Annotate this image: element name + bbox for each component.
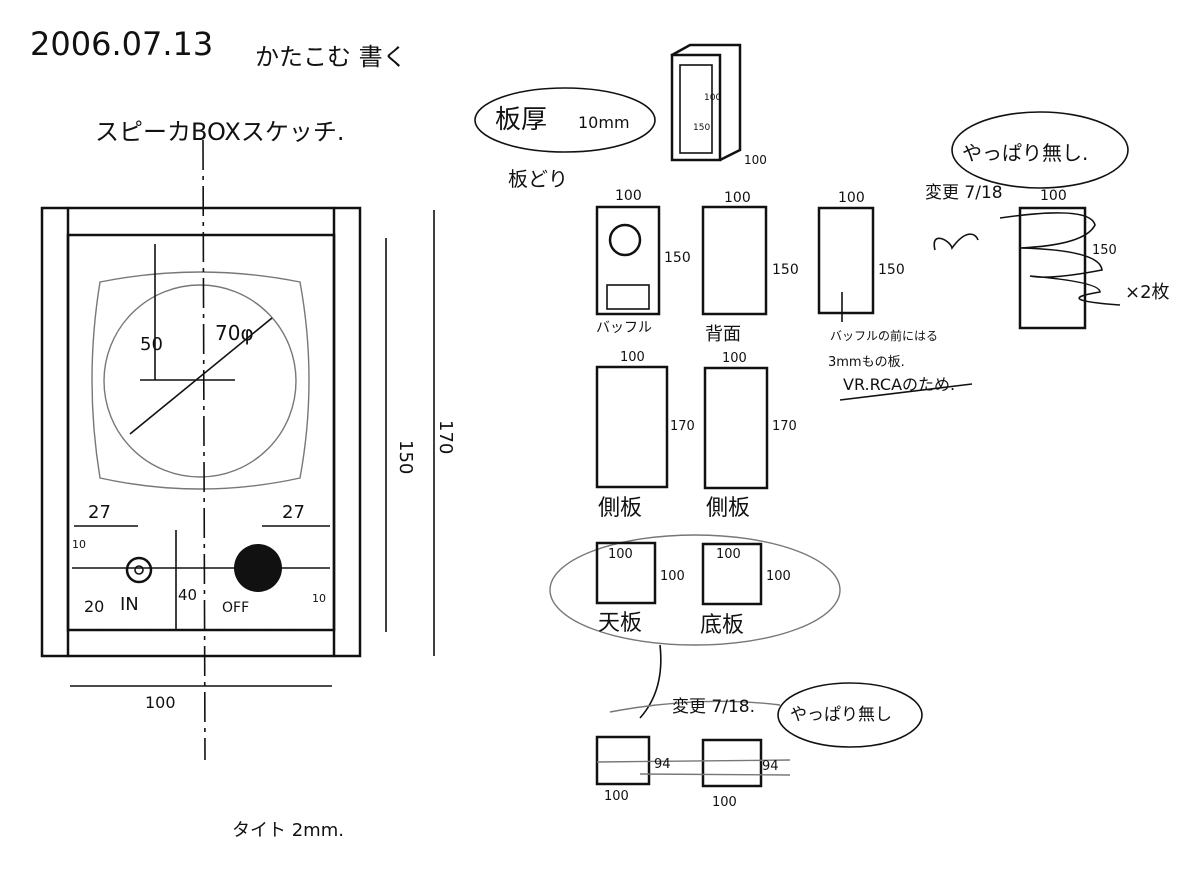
dim-10-left: 10: [72, 538, 86, 551]
panel-bottom: 100 100 底板: [700, 542, 791, 638]
sketch-label: 170: [772, 419, 797, 434]
dim-20: 20: [84, 597, 104, 616]
dim-27-right: 27: [282, 502, 305, 523]
arrow-icon: [933, 233, 979, 251]
thickness-label: 板厚: [495, 105, 547, 135]
volume-knob: [234, 544, 282, 592]
sketch-label: 100: [724, 190, 751, 206]
sketch-label: 150: [878, 262, 905, 278]
sketch-label: 100: [716, 547, 741, 562]
sketch-label: 94: [654, 757, 671, 772]
sketch-label: 100: [620, 350, 645, 365]
sketch-label: 3mmもの板.: [828, 355, 905, 370]
dim-width: 100: [145, 693, 176, 712]
label-100-d: 100: [744, 153, 767, 167]
assembled-box: 100 150 100: [670, 43, 767, 167]
thickness-bubble: [474, 87, 656, 153]
label-100-w: 100: [704, 93, 721, 103]
author-note: かたこむ 書く: [255, 43, 407, 71]
sketch-label: 100: [722, 351, 747, 366]
sketch-label: 150: [664, 250, 691, 266]
sketch-label: 側板: [598, 496, 642, 521]
sketch-label: 170: [670, 419, 695, 434]
sketch-label: 150: [1092, 243, 1117, 258]
sketch-label: 100: [1040, 188, 1067, 204]
sketch-label: ×2枚: [1125, 282, 1170, 303]
panel-top: 100 100 天板: [595, 541, 685, 636]
top-bottom-circle: [549, 534, 841, 646]
dim-40: 40: [178, 586, 197, 604]
panel-side-2: 100 170 側板: [703, 351, 797, 521]
footnote: タイト 2mm.: [232, 820, 344, 841]
sketch-label: 100: [838, 190, 865, 206]
label-150: 150: [693, 123, 710, 133]
sketch-label: 100: [766, 569, 791, 584]
sketch-label: 100: [660, 569, 685, 584]
panel-extra: やっぱり無し. 変更 7/18 100 150 ×2枚: [925, 111, 1170, 330]
panel-side-1: 100 170 側板: [595, 350, 695, 521]
sketch-title: スピーカBOXスケッチ.: [95, 118, 344, 146]
input-jack: [125, 556, 153, 584]
sketch-label: 100: [604, 789, 629, 804]
sketch-label: 変更 7/18: [925, 183, 1003, 203]
sketch-label: やっぱり無し.: [962, 141, 1088, 165]
date: 2006.07.13: [30, 25, 213, 63]
sketch-label: 100: [615, 188, 642, 204]
dim-diameter: 70φ: [215, 321, 254, 345]
panel-baffle: 100 150 バッフル: [595, 188, 691, 336]
dim-10-right: 10: [312, 592, 326, 605]
sketch-label: バッフルの前にはる: [830, 328, 938, 343]
sketch-label: やっぱり無し: [790, 705, 892, 725]
sketch-label: 背面: [705, 324, 741, 345]
label-off: OFF: [222, 600, 249, 616]
front-view: 70φ 50 27 27 10 10 20 40 IN OFF 150 170 …: [40, 139, 456, 841]
label-in: IN: [120, 594, 139, 615]
dim-150: 150: [395, 440, 416, 474]
sketch-label: 94: [762, 759, 779, 774]
dim-170: 170: [435, 420, 456, 454]
sketch-label: VR.RCAのため.: [843, 375, 955, 394]
sketch-label: 変更 7/18.: [672, 697, 755, 717]
thickness-value: 10mm: [578, 113, 630, 132]
revised-panels: 変更 7/18. やっぱり無し 94 94 100 100: [595, 682, 923, 810]
sketch-label: 100: [712, 795, 737, 810]
sketch-label: 150: [772, 262, 799, 278]
cutting-title: 板どり: [508, 167, 568, 191]
sketch-label: 天板: [598, 611, 642, 636]
panel-front-plate: 100 150 バッフルの前にはる 3mmもの板. VR.RCAのため.: [817, 190, 973, 401]
sketch-label: 側板: [706, 496, 750, 521]
sketch-label: バッフル: [596, 320, 652, 336]
panel-back: 100 150 背面: [701, 190, 799, 345]
sketch-label: 底板: [700, 613, 744, 638]
sketch-label: 100: [608, 547, 633, 562]
dim-50: 50: [140, 334, 163, 355]
dim-27-left: 27: [88, 502, 111, 523]
